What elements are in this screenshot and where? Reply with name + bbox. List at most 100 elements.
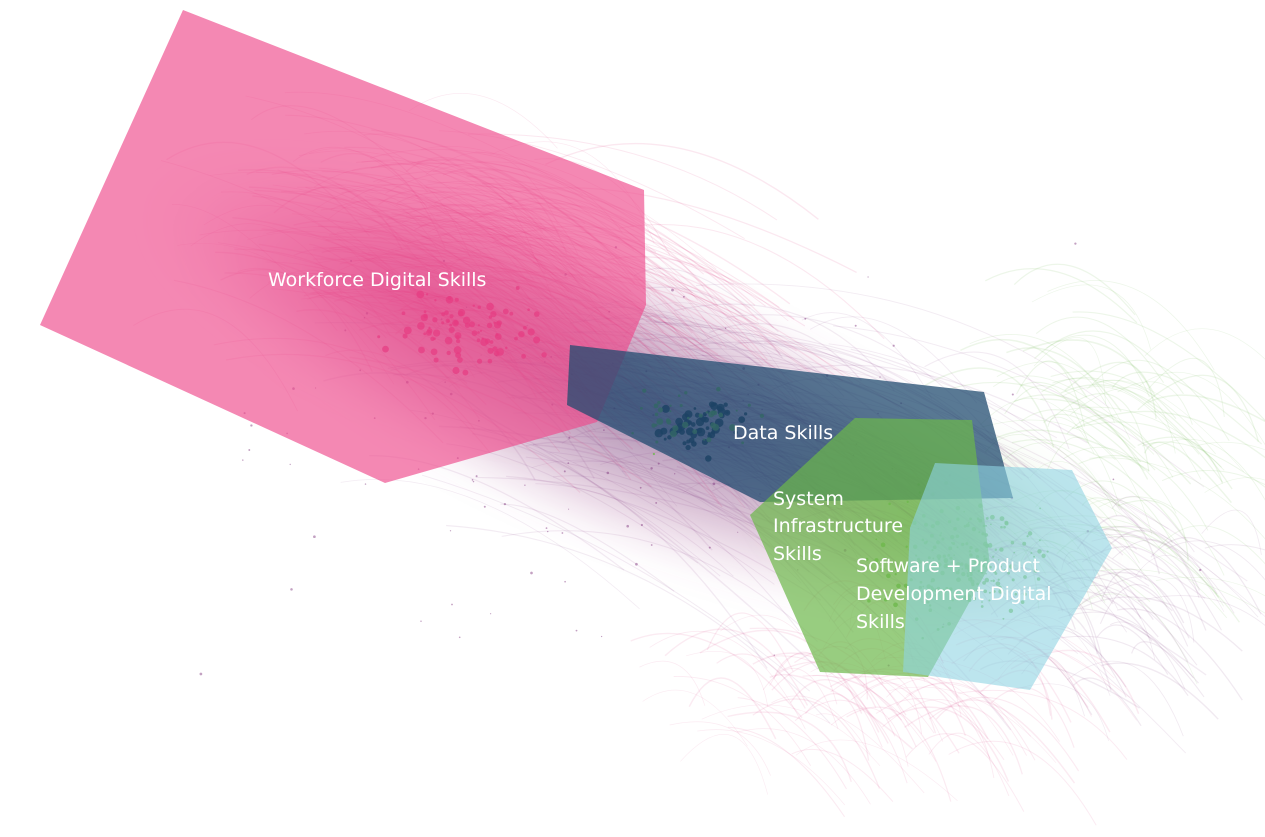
network-edge — [1013, 263, 1136, 316]
network-node — [248, 449, 251, 451]
network-edge — [535, 483, 734, 577]
network-edge — [752, 698, 881, 789]
network-edge — [1043, 413, 1145, 472]
system-cluster-label: System Infrastructure Skills — [773, 488, 909, 565]
network-node — [674, 473, 676, 475]
network-edge — [1112, 539, 1200, 598]
network-edge — [506, 475, 822, 601]
network-edge — [1147, 394, 1265, 423]
network-edge — [958, 689, 1128, 760]
network-edge — [1078, 455, 1209, 531]
network-edge — [697, 729, 846, 806]
network-edge — [642, 286, 783, 359]
network-node — [568, 508, 570, 510]
network-edge — [1101, 662, 1219, 720]
network-node — [606, 471, 610, 475]
network-edge — [446, 524, 831, 724]
network-edge — [1158, 525, 1265, 565]
network-edge — [1066, 414, 1174, 478]
network-node — [489, 613, 492, 615]
network-edge — [804, 693, 870, 761]
software-cluster-region — [903, 463, 1112, 690]
network-edge — [862, 672, 989, 740]
network-node — [567, 462, 570, 464]
network-edge — [619, 224, 885, 340]
network-edge — [421, 474, 811, 692]
network-edge — [1144, 328, 1265, 360]
network-edge — [727, 726, 846, 818]
network-edge — [1086, 379, 1245, 473]
network-edge — [1011, 439, 1188, 542]
network-edge — [727, 711, 852, 783]
network-edge — [1052, 378, 1200, 455]
network-edge — [1067, 593, 1198, 685]
network-edge — [801, 312, 933, 400]
network-edge — [948, 381, 1136, 449]
network-edge — [1009, 683, 1109, 741]
network-node — [451, 603, 453, 606]
network-edge — [1075, 410, 1265, 459]
network-edge — [1068, 591, 1156, 660]
network-edge — [1201, 509, 1262, 555]
network-edge — [1073, 677, 1142, 727]
network-edge — [1080, 584, 1198, 666]
network-edge — [794, 699, 908, 784]
network-node — [655, 501, 658, 504]
network-edge — [771, 695, 871, 755]
network-edge — [545, 142, 819, 220]
network-edge — [1137, 595, 1265, 626]
network-edge — [1046, 334, 1150, 398]
network-edge — [674, 303, 895, 392]
network-edge — [1047, 280, 1215, 371]
network-edge — [935, 699, 1076, 784]
network-edge — [809, 316, 978, 404]
network-edge — [1069, 387, 1176, 454]
network-edge — [1047, 416, 1116, 461]
network-node — [449, 530, 452, 532]
network-edge — [1051, 635, 1189, 697]
network-edge — [791, 748, 894, 803]
network-edge — [1049, 393, 1150, 472]
network-edge — [767, 655, 883, 748]
network-node — [547, 530, 549, 533]
network-node — [712, 482, 716, 486]
network-edge — [1050, 370, 1177, 419]
network-edge — [1100, 529, 1201, 591]
network-edge — [1067, 660, 1184, 737]
network-edge — [669, 721, 771, 776]
network-edge — [905, 733, 1025, 812]
network-edge — [709, 322, 862, 382]
network-edge — [1131, 641, 1199, 684]
network-edge — [1016, 360, 1086, 427]
network-edge — [886, 677, 1014, 756]
network-node — [575, 629, 578, 632]
network-edge — [1100, 533, 1259, 618]
network-edge — [1034, 330, 1184, 395]
network-edge — [990, 686, 1075, 748]
network-edge — [850, 348, 1139, 527]
network-edge — [1089, 457, 1265, 540]
network-node — [682, 295, 685, 298]
network-edge — [1062, 386, 1202, 480]
network-edge — [1153, 439, 1265, 501]
network-node — [503, 502, 507, 506]
network-node — [657, 462, 660, 465]
network-node — [545, 527, 548, 529]
network-edge — [828, 343, 1146, 533]
network-node — [854, 324, 857, 327]
network-node — [867, 276, 869, 278]
network-edge — [633, 267, 779, 333]
network-edge — [1014, 394, 1149, 480]
network-node — [563, 470, 566, 473]
network-edge — [1137, 374, 1260, 442]
network-edge — [829, 676, 960, 754]
network-node — [290, 588, 293, 591]
network-edge — [1040, 398, 1192, 485]
network-edge — [1148, 358, 1225, 418]
network-edge — [688, 677, 777, 740]
network-edge — [716, 653, 806, 709]
network-node — [1199, 568, 1202, 572]
network-edge — [1111, 371, 1263, 445]
network-edge — [802, 674, 917, 748]
network-edge — [408, 92, 558, 149]
